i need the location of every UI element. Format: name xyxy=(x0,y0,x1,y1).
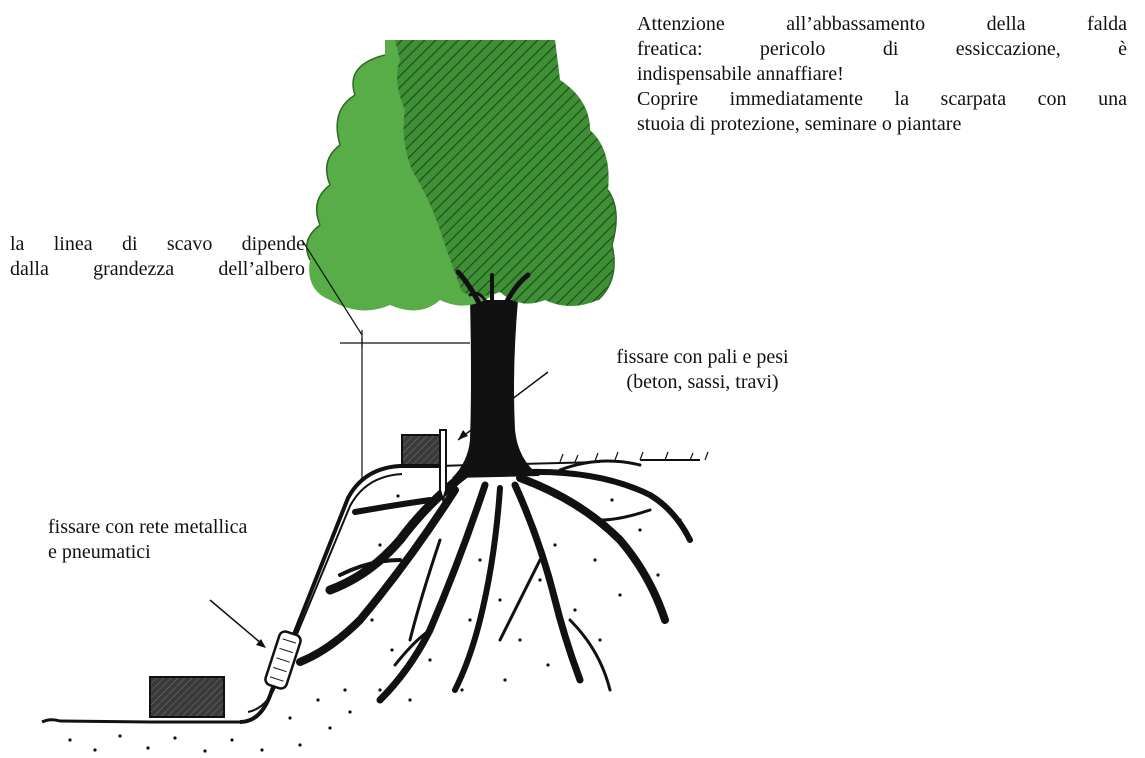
stakes-weights-label: fissare con pali e pesi (beton, sassi, t… xyxy=(580,345,825,395)
tree-trunk xyxy=(452,300,540,478)
note-line: freatica: pericolo di essiccazione, è xyxy=(637,38,1127,60)
slope-edge xyxy=(239,464,440,724)
foliage-shaded xyxy=(395,40,617,306)
weight-block-lower xyxy=(149,676,225,718)
foliage-outline xyxy=(305,54,617,301)
label-line: la linea di scavo dipende xyxy=(10,233,305,255)
stake xyxy=(439,429,447,504)
note-line: Coprire immediatamente la scarpata con u… xyxy=(637,88,1127,110)
stake-arrow xyxy=(457,371,549,441)
excavation-line-label: la linea di scavo dipende dalla grandezz… xyxy=(10,232,305,282)
mesh-arrow xyxy=(209,599,263,645)
grass-tufts xyxy=(559,451,709,463)
label-line: (beton, sassi, travi) xyxy=(626,371,779,393)
label-line: fissare con pali e pesi xyxy=(616,346,789,368)
mesh-tyres-label: fissare con rete metallica e pneumatici xyxy=(48,515,308,565)
note-line: Attenzione all’abbassamento della falda xyxy=(637,13,1127,35)
ground-line-left xyxy=(41,718,240,724)
label-line: e pneumatici xyxy=(48,541,151,563)
note-line: stuoia di protezione, seminare o piantar… xyxy=(637,113,962,135)
note-line: indispensabile annaffiare! xyxy=(637,63,844,85)
label-line: fissare con rete metallica xyxy=(48,516,248,538)
slope-protection-mat xyxy=(247,473,403,713)
dimension-lines xyxy=(301,239,470,478)
label-line: dalla grandezza dell’albero xyxy=(10,258,305,280)
tree-branches xyxy=(455,269,531,308)
watering-warning-note: Attenzione all’abbassamento della falda … xyxy=(637,12,1127,137)
tyre-mesh-roll xyxy=(264,630,302,690)
weight-block-upper xyxy=(401,434,443,466)
root-system xyxy=(296,459,693,704)
